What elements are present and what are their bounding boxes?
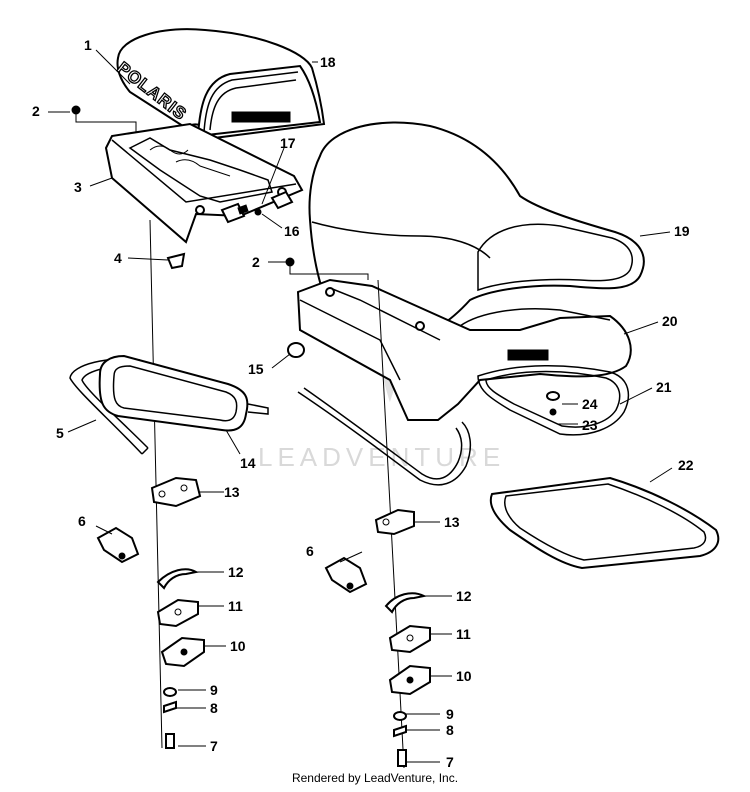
- callout-7-right: 7: [446, 754, 454, 770]
- callout-3: 3: [74, 179, 82, 195]
- right-hardware-stack: [324, 508, 431, 767]
- callout-12-right: 12: [456, 588, 472, 604]
- part-2-push-nut-left: [71, 105, 137, 132]
- part-6-latch-left: [96, 526, 140, 564]
- part-18-rear-seat-cover: POLARIS: [113, 28, 326, 140]
- callout-9-left: 9: [210, 682, 218, 698]
- callout-8-left: 8: [210, 700, 218, 716]
- callout-10-right: 10: [456, 668, 472, 684]
- callout-9-right: 9: [446, 706, 454, 722]
- part-8-lockwasher-right: [393, 724, 407, 738]
- callout-12-left: 12: [228, 564, 244, 580]
- part-12-clip-right: [384, 592, 428, 614]
- part-7-bolt-left: [165, 733, 175, 749]
- part-2-push-nut-right: [285, 257, 369, 280]
- callout-leaders: [48, 49, 673, 763]
- part-15-cap: [287, 342, 305, 358]
- part-11-plate-right: [388, 624, 431, 654]
- part-21-seal: [477, 365, 630, 436]
- watermark-text: LEADVENTURE: [258, 442, 505, 472]
- callout-11-right: 11: [456, 626, 471, 642]
- right-seal-strip: [297, 387, 472, 486]
- callout-4: 4: [114, 250, 122, 266]
- callout-1: 1: [84, 37, 92, 53]
- callout-13-right: 13: [444, 514, 460, 530]
- callout-13-left: 13: [224, 484, 240, 500]
- part-14-gasket-frame: [98, 354, 269, 432]
- callout-7-left: 7: [210, 738, 218, 754]
- callout-22: 22: [678, 457, 694, 473]
- callout-5: 5: [56, 425, 64, 441]
- callout-16: 16: [284, 223, 300, 239]
- footer-credit: Rendered by LeadVenture, Inc.: [291, 771, 459, 785]
- callout-2-right: 2: [252, 254, 260, 270]
- callout-24: 24: [582, 396, 598, 412]
- part-7-bolt-right: [397, 749, 407, 767]
- part-22-gasket: [489, 476, 720, 570]
- callout-15: 15: [248, 361, 264, 377]
- part-9-washer-right: [393, 711, 407, 721]
- part-23-24-fasteners: [546, 391, 560, 416]
- part-16-17-clips: [237, 204, 262, 216]
- part-12-clip-left: [156, 568, 199, 590]
- part-3-rear-seat-base: [104, 122, 304, 244]
- callout-2-left: 2: [32, 103, 40, 119]
- callout-10-left: 10: [230, 638, 246, 654]
- callout-23: 23: [582, 417, 598, 433]
- part-6-latch-right: [324, 556, 368, 594]
- callout-21: 21: [656, 379, 672, 395]
- callout-6-right: 6: [306, 543, 314, 559]
- callout-labels: 1 2 3 4 5 14 6 13 12 11 10 9 8 7 18 17 1…: [32, 37, 694, 770]
- part-13-bracket-left: [150, 476, 202, 508]
- part-13-bracket-right: [374, 508, 415, 536]
- callout-14: 14: [240, 455, 256, 471]
- callout-8-right: 8: [446, 722, 454, 738]
- part-9-washer-left: [163, 687, 177, 697]
- part-4-bumper: [166, 252, 186, 270]
- callout-18: 18: [320, 54, 336, 70]
- callout-6-left: 6: [78, 513, 86, 529]
- part-11-plate-left: [156, 598, 199, 628]
- part-8-lockwasher-left: [163, 700, 177, 714]
- left-hardware-stack: [96, 476, 205, 749]
- callout-19: 19: [674, 223, 690, 239]
- callout-11-left: 11: [228, 598, 243, 614]
- callout-17: 17: [280, 135, 296, 151]
- callout-20: 20: [662, 313, 678, 329]
- left-assembly-centerline: [149, 219, 163, 749]
